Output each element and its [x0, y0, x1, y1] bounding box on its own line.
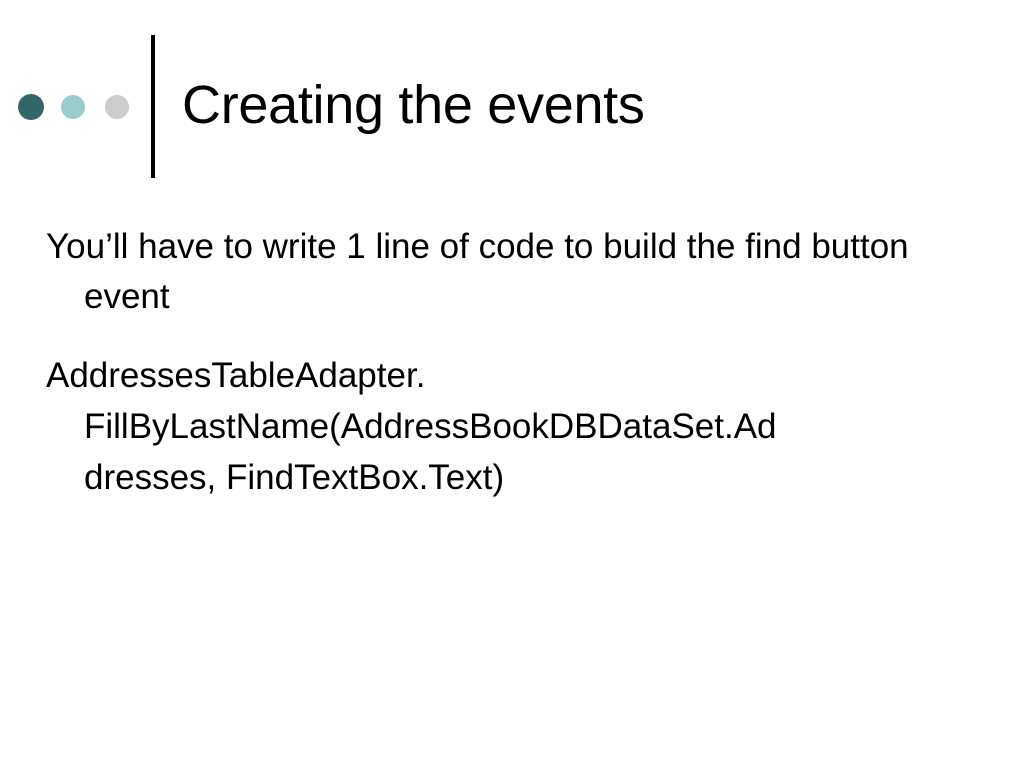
bullet-point: You’ll have to write 1 line of code to b…	[46, 227, 909, 316]
dot-teal-icon	[61, 95, 85, 119]
dot-grey-icon	[105, 95, 129, 119]
code-bullet-point: AddressesTableAdapter. FillByLastName(Ad…	[46, 350, 946, 503]
title-divider	[151, 35, 155, 178]
code-line: AddressesTableAdapter.	[46, 356, 426, 395]
code-line: FillByLastName(AddressBookDBDataSet.Ad	[84, 407, 777, 446]
dot-dark-icon	[18, 94, 44, 120]
slide-title: Creating the events	[182, 75, 645, 135]
decorative-dots	[0, 0, 140, 140]
code-line: dresses, FindTextBox.Text)	[84, 458, 505, 497]
slide-body: You’ll have to write 1 line of code to b…	[46, 222, 946, 503]
